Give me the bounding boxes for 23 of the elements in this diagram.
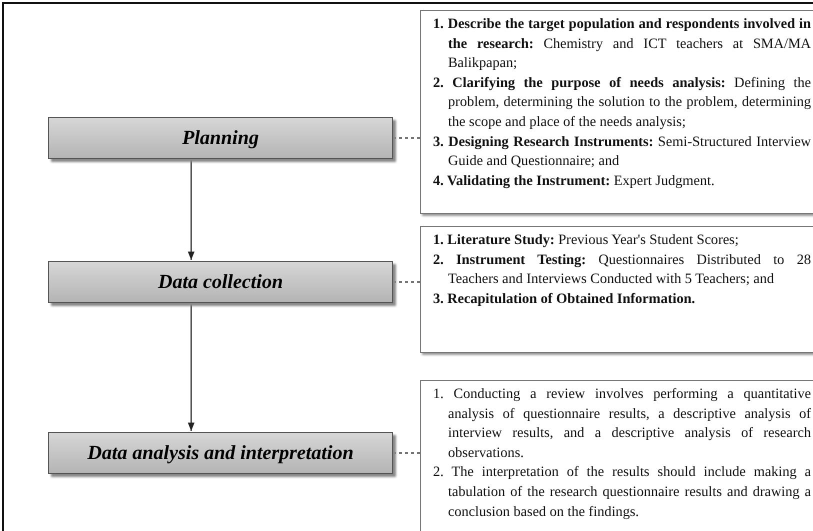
list-item: 2. The interpretation of the results should include making a tabulation of the research questionnaire results and drawing a conclusion based on the findings. xyxy=(433,463,811,522)
process-box xyxy=(48,261,393,303)
arrow xyxy=(188,160,195,260)
description-box xyxy=(420,226,813,353)
list-item: 1. Describe the target population and respondents involved in the research: Chemistry and ICT teachers at SMA/MA Balikpapan; xyxy=(433,15,811,74)
list-item: 1. Literature Study: Previous Year's Student Scores; xyxy=(433,231,740,250)
connector-line xyxy=(393,452,420,454)
list-item: 2. Instrument Testing: Questionnaires Distributed to 28 Teachers and Interviews Conducted with 5 Teachers; and xyxy=(433,250,811,290)
list-item: 3. Designing Research Instruments: Semi-Structured Interview Guide and Questionnaire; and xyxy=(433,132,811,172)
process-box xyxy=(48,432,393,474)
step-title: Data analysis and interpretation xyxy=(87,442,354,464)
step-title: Planning xyxy=(182,126,259,150)
list-item: 1. Conducting a review involves performing a quantitative analysis of questionnaire results, a descriptive analysis of interview results, and a descriptive analysis of research observations. xyxy=(433,385,811,463)
list-item: 3. Recapitulation of Obtained Information. xyxy=(433,290,696,309)
description-box xyxy=(420,380,813,531)
arrow xyxy=(188,304,195,431)
process-box xyxy=(48,117,393,159)
connector-line xyxy=(393,281,420,283)
description-box xyxy=(420,10,813,214)
list-item: 4. Validating the Instrument: Expert Judgment. xyxy=(433,172,716,191)
connector-line xyxy=(393,137,420,139)
step-title: Data collection xyxy=(158,270,283,294)
list-item: 2. Clarifying the purpose of needs analysis: Defining the problem, determining the solution to the problem, determining the scope and place of the needs analysis; xyxy=(433,74,811,132)
